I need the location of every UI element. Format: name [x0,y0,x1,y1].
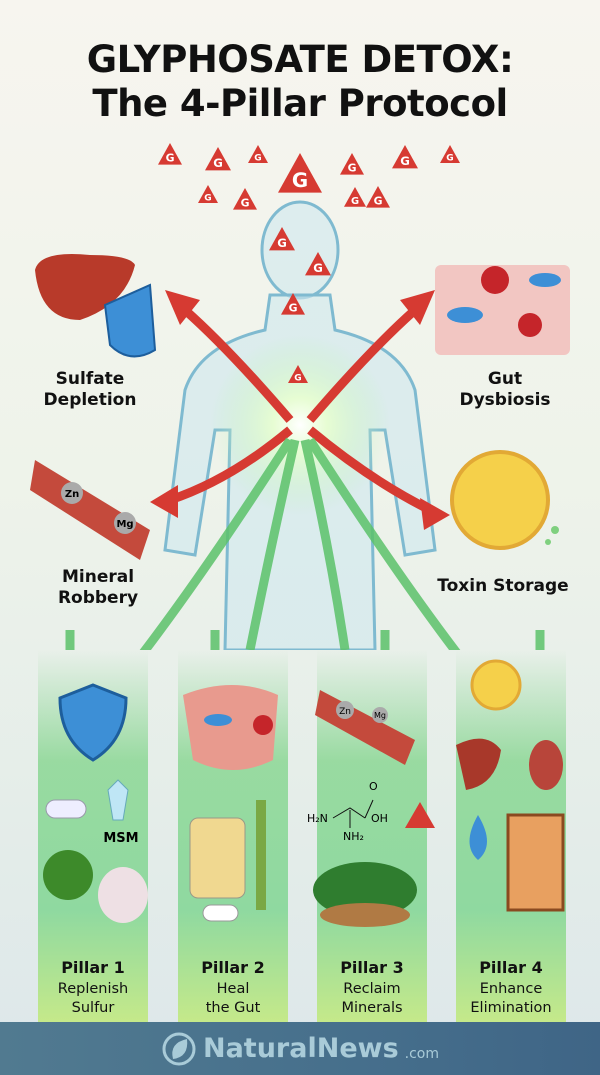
footer-brand[interactable]: NaturalNews .com [0,1022,600,1075]
nuts-icon [320,903,410,927]
shield-icon [58,683,128,762]
garlic-icon [98,867,148,923]
pillar-title: Pillar 3 [340,958,404,977]
sauna-icon [506,813,565,912]
central-diagram: G G G G G G G G G G G G G G G Zn Mg [30,143,570,650]
glyphosate-triangle: G [278,153,322,193]
intestine-icon [183,685,278,770]
red-arrows [168,306,433,515]
crystal-icon [107,779,129,821]
brand-domain: .com [404,1045,440,1062]
svg-text:G: G [313,261,323,275]
sauerkraut-jar-icon [189,817,246,899]
svg-text:G: G [446,154,453,164]
svg-text:G: G [294,374,301,384]
glyphosate-triangle: G [269,227,295,251]
svg-text:G: G [213,156,223,170]
glyphosate-triangle [405,802,435,828]
arrow-heads [150,290,450,530]
svg-text:G: G [348,162,357,175]
leaf-logo-icon [162,1032,196,1065]
glyphosate-triangle: G [205,147,231,171]
greens-icon [313,862,417,918]
glyphosate-triangle: G [340,153,364,175]
svg-text:NH₂: NH₂ [343,830,364,843]
title-line-1: GLYPHOSATE DETOX: [86,38,514,81]
svg-text:G: G [351,196,359,207]
glyphosate-triangle: G [158,143,182,165]
glyphosate-triangle: G [344,187,366,207]
glyphosate-triangle: G [281,293,305,315]
svg-text:G: G [254,154,261,164]
arrow-to-sulfate [182,306,294,423]
glyphosate-triangle: G [198,185,218,204]
glyphosate-triangle: G [392,145,418,169]
title-line-2: The 4-Pillar Protocol [92,82,508,125]
water-drop-icon [469,815,487,860]
glyphosate-triangle: G [305,252,331,276]
svg-text:G: G [400,154,410,168]
pillar-3-illustration: Zn Mg H₂N NH₂ OH O [307,690,435,927]
fat-cell-icon [450,450,559,550]
pillar-title: Pillar 1 [61,958,125,977]
svg-text:Mg: Mg [374,711,386,720]
pillar-title: Pillar 2 [201,958,265,977]
svg-text:G: G [292,169,308,192]
glyphosate-triangle: G [366,186,390,208]
capsule-icon [202,904,239,922]
pillar-1-illustration: MSM [43,683,148,923]
glyphosate-triangle: G [288,365,308,384]
page-title: GLYPHOSATE DETOX: The 4-Pillar Protocol [0,38,600,126]
glycine-molecule: H₂N NH₂ OH O [307,780,388,843]
arrow-to-minerals [168,426,293,505]
svg-text:G: G [374,195,383,208]
asparagus-icon [256,800,266,910]
svg-text:G: G [204,194,211,204]
arrow-to-toxin [307,426,433,515]
pillar-2-illustration [183,685,278,922]
pillar-4-illustration [456,659,565,912]
green-arrows [65,437,545,650]
svg-text:G: G [166,152,175,165]
svg-text:Zn: Zn [339,707,351,717]
fat-cell-icon [470,659,522,711]
svg-text:G: G [241,197,250,210]
effect-label-toxin: Toxin Storage [437,576,569,596]
arrow-to-gut [306,306,418,423]
glyphosate-triangle: G [440,145,460,164]
msm-label: MSM [103,831,138,846]
muscle-icon [315,690,415,765]
svg-text:O: O [369,780,378,793]
svg-text:H₂N: H₂N [307,812,328,825]
liver-icon [456,738,501,790]
broken-liver-icon [35,254,157,358]
svg-text:OH: OH [371,812,388,825]
glyphosate-triangle: G [233,188,257,210]
glyphosate-triangles: G G G G G G G G G G G G G G G [158,143,460,384]
glyphosate-triangle: G [248,145,268,164]
brand-name: NaturalNews [202,1033,399,1064]
kidney-icon [529,740,563,790]
pill-icon [45,799,87,819]
mg-label: Mg [116,519,133,530]
svg-text:G: G [277,236,287,250]
svg-text:G: G [289,302,298,315]
pillar-title: Pillar 4 [479,958,543,977]
broccoli-icon [43,850,93,900]
zn-label: Zn [65,489,79,500]
muscle-minerals-icon: Zn Mg [30,460,150,560]
gut-bacteria-icon [435,265,570,355]
